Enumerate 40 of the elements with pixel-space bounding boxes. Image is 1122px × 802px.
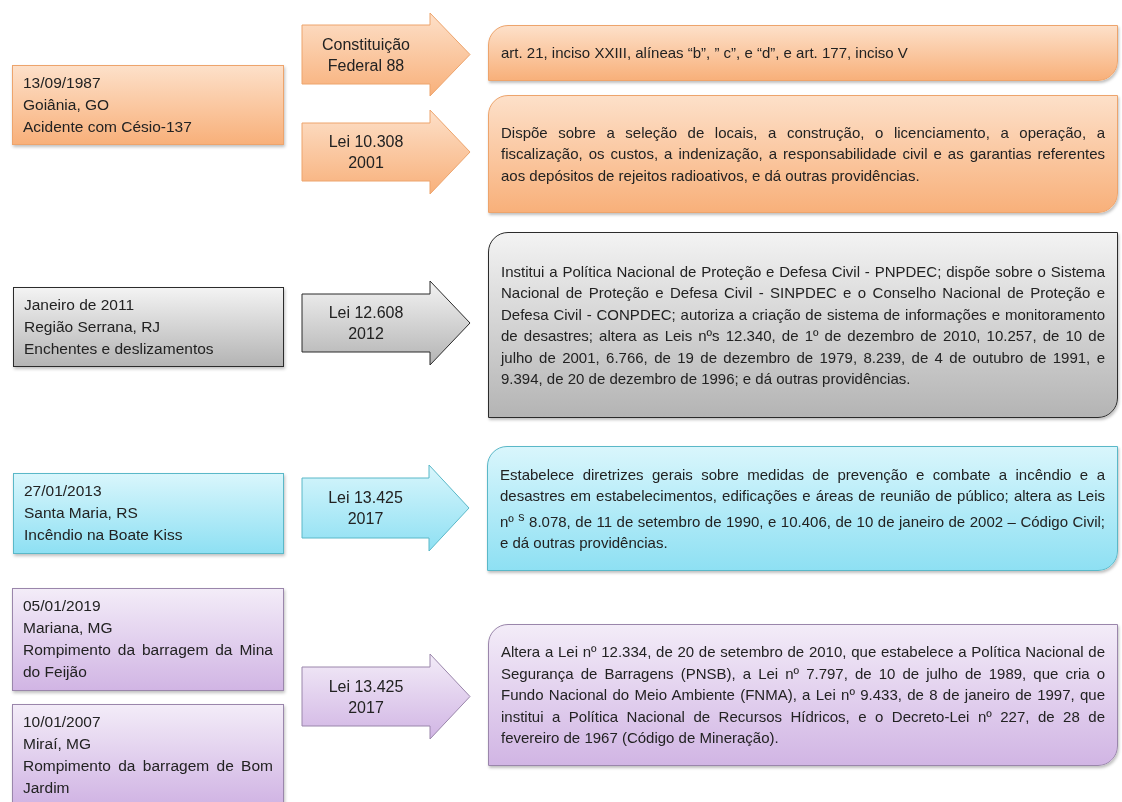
law-summary-box bbox=[488, 95, 1118, 213]
event-box bbox=[12, 65, 284, 145]
edge-label: Lei 10.308 2001 bbox=[327, 132, 405, 173]
event-place: Mariana, MG bbox=[23, 618, 114, 638]
event-date: 05/01/2019 bbox=[23, 596, 102, 616]
event-date: 13/09/1987 bbox=[23, 73, 102, 93]
block-arrow bbox=[301, 12, 471, 97]
law-summary-box bbox=[487, 446, 1118, 571]
law-summary: art. 21, inciso XXIII, alíneas “b”, ” c”, e “d”, e art. 177, inciso V bbox=[501, 43, 908, 64]
law-summary-box bbox=[488, 624, 1118, 766]
block-arrow bbox=[301, 653, 471, 740]
event-place: Região Serrana, RJ bbox=[24, 317, 162, 337]
edge-label: Constituição Federal 88 bbox=[320, 34, 411, 76]
event-date: Janeiro de 2011 bbox=[24, 295, 136, 315]
event-description: Rompimento da barragem da Mina do Feijão bbox=[23, 640, 273, 682]
event-description: Rompimento da barragem de Bom Jardim bbox=[23, 756, 273, 798]
block-arrow bbox=[301, 280, 471, 366]
event-box bbox=[13, 287, 284, 367]
edge-label: Lei 12.608 2012 bbox=[327, 303, 405, 344]
law-summary-box bbox=[488, 25, 1118, 81]
event-date: 10/01/2007 bbox=[23, 712, 102, 732]
event-place: Goiânia, GO bbox=[23, 95, 111, 115]
edge-label: Lei 13.425 2017 bbox=[327, 676, 405, 718]
law-summary: Institui a Política Nacional de Proteção e Defesa Civil - PNPDEC; dispõe sobre o Sistema Nacional de Proteção e Defesa Civil - SINPDEC e o Conselho Nacional de Proteção e Defesa Civil - CONPDEC; autoriza a criação de sistema de informações e monitoramento de desastres; altera as Leis nºs 12.340, de 1º de dezembro de 2010, 10.257, de 10 de julho de 2001, 6.766, de 19 de dezembro de 1979, 8.239, de 4 de outubro de 1991, e 9.394, de 20 de dezembro de 1996; e dá outras providências. bbox=[501, 261, 1105, 389]
event-description: Enchentes e deslizamentos bbox=[24, 339, 215, 359]
block-arrow bbox=[301, 109, 471, 195]
law-summary: Dispõe sobre a seleção de locais, a construção, o licenciamento, a operação, a fiscalização, os custos, a indenização, a responsabilidade civil e as garantias referentes aos depósitos de rejeitos radioativos, e dá outras providências. bbox=[501, 122, 1105, 186]
event-date: 27/01/2013 bbox=[24, 481, 103, 501]
block-arrow bbox=[301, 464, 470, 552]
event-description: Acidente com Césio-137 bbox=[23, 117, 193, 137]
event-place: Santa Maria, RS bbox=[24, 503, 139, 523]
event-box bbox=[12, 704, 284, 802]
law-summary: Estabelece diretrizes gerais sobre medidas de prevenção e combate a incêndio e a desastres em estabelecimentos, edificações e áreas de reunião de público; altera as Leis nº $^{s}$ 8.078, de 11 de setembro de 1990, e 10.406, de 10 de janeiro de 2002 – Código Civil; e dá outras providências. bbox=[500, 464, 1105, 553]
law-summary: Altera a Lei nº 12.334, de 20 de setembro de 2010, que estabelece a Política Nacional de Segurança de Barragens (PNSB), a Lei nº 7.797, de 10 de julho de 1989, que cria o Fundo Nacional do Meio Ambiente (FNMA), a Lei nº 9.433, de 8 de janeiro de 1997, que institui a Política Nacional de Recursos Hídricos, e o Decreto-Lei nº 227, de 28 de fevereiro de 1967 (Código de Mineração). bbox=[501, 642, 1105, 749]
event-box bbox=[12, 588, 284, 691]
event-box bbox=[13, 473, 284, 554]
event-place: Miraí, MG bbox=[23, 734, 93, 754]
law-summary-box bbox=[488, 232, 1118, 418]
edge-label: Lei 13.425 2017 bbox=[327, 488, 404, 529]
event-description: Incêndio na Boate Kiss bbox=[24, 525, 184, 545]
